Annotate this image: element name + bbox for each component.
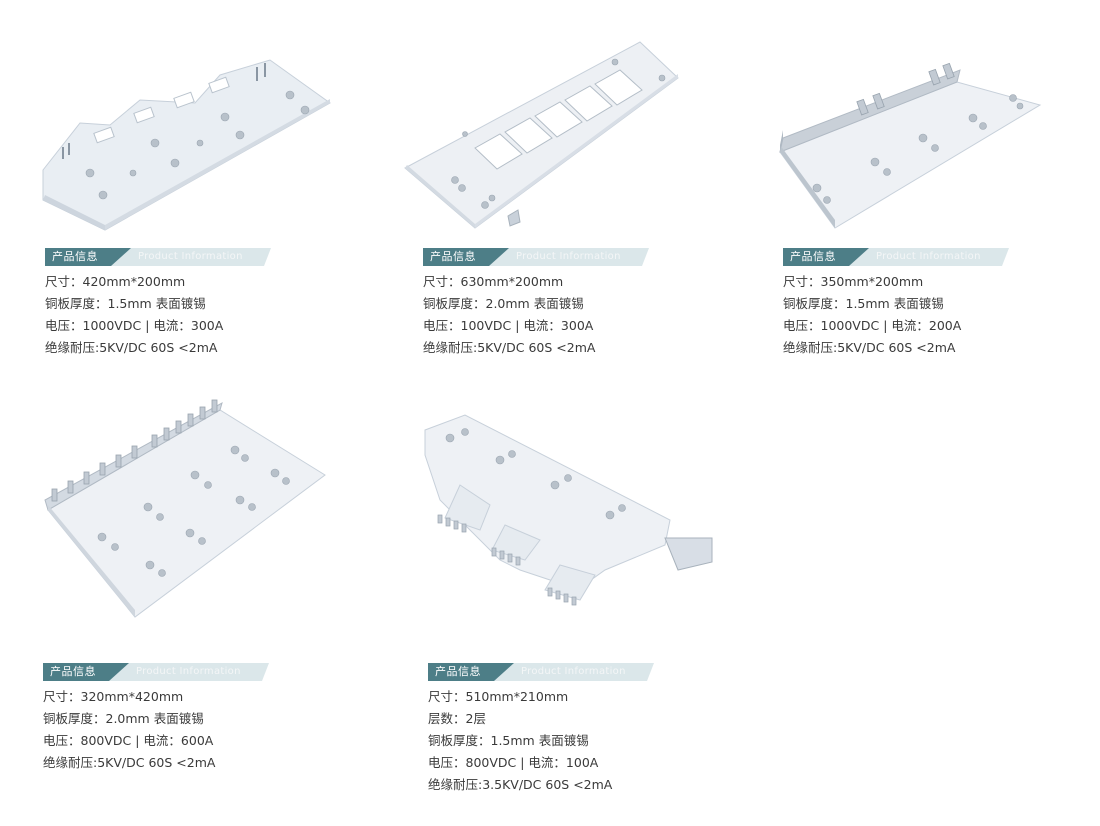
banner-title-cn: 产品信息 bbox=[790, 250, 836, 263]
product-info-1: 产品信息 Product Information 尺寸：420mm*200mm … bbox=[45, 248, 365, 359]
spec-thickness: 铜板厚度：1.5mm 表面镀锡 bbox=[45, 296, 206, 311]
product-info-banner: 产品信息 Product Information bbox=[45, 248, 271, 266]
banner-title-cn: 产品信息 bbox=[52, 250, 98, 263]
product-info-3: 产品信息 Product Information 尺寸：350mm*200mm … bbox=[783, 248, 1100, 359]
spec-size: 尺寸：350mm*200mm bbox=[783, 274, 924, 289]
product-info-banner: 产品信息 Product Information bbox=[43, 663, 269, 681]
banner-title-en: Product Information bbox=[138, 251, 243, 262]
spec-list: 尺寸：510mm*210mm 层数：2层 铜板厚度：1.5mm 表面镀锡 电压：… bbox=[428, 686, 748, 796]
spec-voltage-current: 电压：800VDC | 电流：600A bbox=[43, 733, 214, 748]
banner-title-cn: 产品信息 bbox=[430, 250, 476, 263]
spec-voltage-current: 电压：100VDC | 电流：300A bbox=[423, 318, 594, 333]
spec-list: 尺寸：420mm*200mm 铜板厚度：1.5mm 表面镀锡 电压：1000VD… bbox=[45, 271, 365, 359]
spec-thickness: 铜板厚度：2.0mm 表面镀锡 bbox=[423, 296, 584, 311]
spec-insulation: 绝缘耐压:5KV/DC 60S <2mA bbox=[45, 340, 218, 355]
spec-size: 尺寸：420mm*200mm bbox=[45, 274, 186, 289]
spec-voltage-current: 电压：1000VDC | 电流：300A bbox=[45, 318, 224, 333]
product-info-2: 产品信息 Product Information 尺寸：630mm*200mm … bbox=[423, 248, 743, 359]
spec-size: 尺寸：320mm*420mm bbox=[43, 689, 184, 704]
product-image-4 bbox=[44, 399, 326, 618]
spec-voltage-current: 电压：800VDC | 电流：100A bbox=[428, 755, 599, 770]
product-info-banner: 产品信息 Product Information bbox=[428, 663, 654, 681]
spec-insulation: 绝缘耐压:3.5KV/DC 60S <2mA bbox=[428, 777, 613, 792]
spec-list: 尺寸：320mm*420mm 铜板厚度：2.0mm 表面镀锡 电压：800VDC… bbox=[43, 686, 363, 774]
spec-list: 尺寸：350mm*200mm 铜板厚度：1.5mm 表面镀锡 电压：1000VD… bbox=[783, 271, 1100, 359]
spec-thickness: 铜板厚度：2.0mm 表面镀锡 bbox=[43, 711, 204, 726]
spec-insulation: 绝缘耐压:5KV/DC 60S <2mA bbox=[43, 755, 216, 770]
spec-insulation: 绝缘耐压:5KV/DC 60S <2mA bbox=[423, 340, 596, 355]
spec-insulation: 绝缘耐压:5KV/DC 60S <2mA bbox=[783, 340, 956, 355]
product-image-5 bbox=[424, 414, 713, 606]
banner-title-en: Product Information bbox=[516, 251, 621, 262]
spec-size: 尺寸：630mm*200mm bbox=[423, 274, 564, 289]
product-info-5: 产品信息 Product Information 尺寸：510mm*210mm … bbox=[428, 663, 748, 796]
product-image-1 bbox=[42, 59, 331, 231]
spec-voltage-current: 电压：1000VDC | 电流：200A bbox=[783, 318, 962, 333]
product-info-banner: 产品信息 Product Information bbox=[423, 248, 649, 266]
banner-title-cn: 产品信息 bbox=[435, 665, 481, 678]
product-image-3 bbox=[779, 62, 1042, 229]
product-info-banner: 产品信息 Product Information bbox=[783, 248, 1009, 266]
spec-list: 尺寸：630mm*200mm 铜板厚度：2.0mm 表面镀锡 电压：100VDC… bbox=[423, 271, 743, 359]
banner-title-cn: 产品信息 bbox=[50, 665, 96, 678]
spec-thickness: 铜板厚度：1.5mm 表面镀锡 bbox=[783, 296, 944, 311]
banner-title-en: Product Information bbox=[136, 666, 241, 677]
banner-title-en: Product Information bbox=[876, 251, 981, 262]
banner-title-en: Product Information bbox=[521, 666, 626, 677]
spec-thickness: 铜板厚度：1.5mm 表面镀锡 bbox=[428, 733, 589, 748]
product-image-2 bbox=[404, 41, 679, 229]
product-info-4: 产品信息 Product Information 尺寸：320mm*420mm … bbox=[43, 663, 363, 774]
spec-layers: 层数：2层 bbox=[428, 711, 486, 726]
spec-size: 尺寸：510mm*210mm bbox=[428, 689, 569, 704]
